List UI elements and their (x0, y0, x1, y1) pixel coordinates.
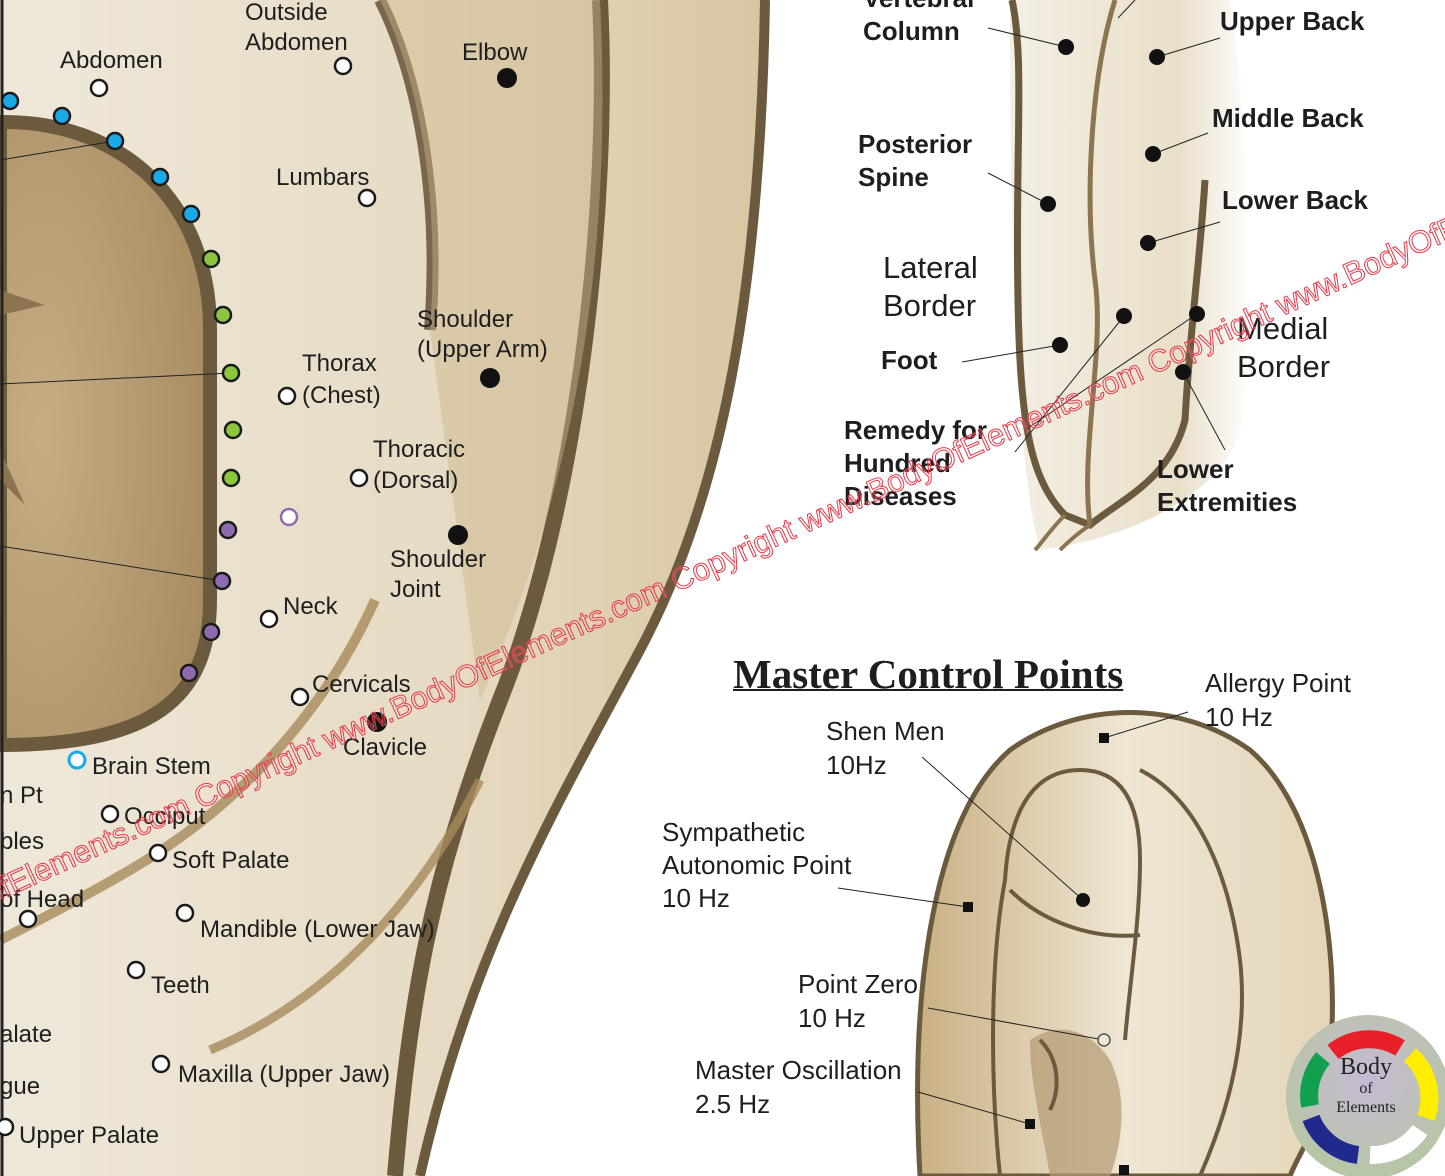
label-line: Outside (245, 0, 328, 26)
label-line: (Dorsal) (373, 467, 459, 494)
label-partial-pt: n Pt (0, 782, 43, 809)
label-thoracic: Thoracic (Dorsal) (373, 434, 465, 496)
label-line: 10 Hz (798, 1003, 866, 1033)
label-brain-stem: Brain Stem (92, 753, 211, 780)
label-teeth: Teeth (151, 972, 210, 999)
label-allergy-point: Allergy Point 10 Hz (1205, 666, 1351, 734)
label-lumbars: Lumbars (276, 164, 370, 191)
label-partial-alate: alate (0, 1021, 53, 1048)
label-shen-men: Shen Men 10Hz (826, 714, 945, 782)
label-neck: Neck (283, 593, 338, 620)
label-line: Lateral (883, 250, 978, 285)
label-line: Thorax (302, 350, 377, 377)
label-cervicals: Cervicals (312, 671, 411, 698)
label-line: Shoulder (390, 546, 487, 573)
label-mandible: Mandible (Lower Jaw) (200, 916, 435, 943)
label-line: Medial (1237, 311, 1329, 346)
label-line: Shoulder (417, 306, 514, 333)
logo-line-1: Body (1339, 1054, 1392, 1080)
label-upper-back: Upper Back (1220, 6, 1365, 36)
label-vertebral-column: VertebralColumn (863, 0, 974, 48)
label-soft-palate: Soft Palate (172, 847, 290, 874)
label-abdomen: Abdomen (60, 47, 163, 74)
label-line: Spine (858, 162, 929, 192)
label-line: Autonomic Point (662, 850, 852, 880)
logo-line-3: Elements (1336, 1099, 1396, 1116)
back-view-ear-shape (961, 0, 1251, 552)
label-line: 10 Hz (1205, 702, 1273, 732)
body-of-elements-logo (1286, 1015, 1445, 1176)
label-line: Thoracic (373, 436, 466, 463)
label-middle-back: Middle Back (1212, 103, 1364, 133)
label-line: Lower (1157, 454, 1234, 484)
label-line: (Chest) (302, 382, 381, 409)
label-line: Master Oscillation (695, 1055, 902, 1085)
label-lower-back: Lower Back (1222, 185, 1368, 215)
label-line: Joint (390, 576, 441, 603)
label-line: Hundred (844, 448, 951, 478)
master-control-ear-shape (837, 710, 1335, 1176)
label-line: Shen Men (826, 716, 945, 746)
label-line: Abdomen (245, 29, 348, 56)
label-line: Posterior (858, 129, 973, 159)
label-line: Sympathetic (662, 817, 806, 847)
label-point-zero: Point Zero 10 Hz (798, 967, 918, 1035)
label-line: 10Hz (826, 750, 887, 780)
label-partial-head: of Head (0, 886, 85, 913)
label-clavicle: Clavicle (343, 734, 428, 761)
logo-line-2: of (1359, 1080, 1373, 1097)
label-maxilla: Maxilla (Upper Jaw) (178, 1061, 391, 1088)
label-line: 2.5 Hz (695, 1089, 771, 1119)
left-ear-shape (0, 0, 770, 1176)
label-shoulder-upper-arm: Shoulder (Upper Arm) (417, 305, 548, 365)
logo-text: Body of Elements (1318, 1055, 1414, 1117)
label-foot: Foot (881, 345, 938, 375)
label-line: Vertebral (863, 0, 974, 15)
label-line: Border (883, 288, 977, 323)
label-elbow: Elbow (462, 39, 528, 66)
label-line: Remedy for (844, 415, 988, 445)
left-ear-points (0, 56, 517, 1137)
master-control-title: Master Control Points (733, 651, 1124, 697)
label-line: Allergy Point (1205, 668, 1351, 698)
label-upper-palate: Upper Palate (19, 1122, 160, 1149)
label-line: Extremities (1157, 487, 1298, 517)
label-line: (Upper Arm) (417, 336, 548, 363)
label-line: 10 Hz (662, 883, 730, 913)
label-line: Column (863, 16, 960, 46)
label-line: Diseases (844, 481, 957, 511)
label-thorax: Thorax (Chest) (302, 348, 381, 412)
label-occiput: Occiput (124, 803, 206, 830)
label-partial-bles: bles (0, 828, 45, 855)
label-partial-gue: gue (0, 1073, 41, 1100)
label-master-oscillation: Master Oscillation 2.5 Hz (695, 1053, 902, 1121)
label-line: Point Zero (798, 969, 918, 999)
label-line: Border (1237, 349, 1331, 384)
